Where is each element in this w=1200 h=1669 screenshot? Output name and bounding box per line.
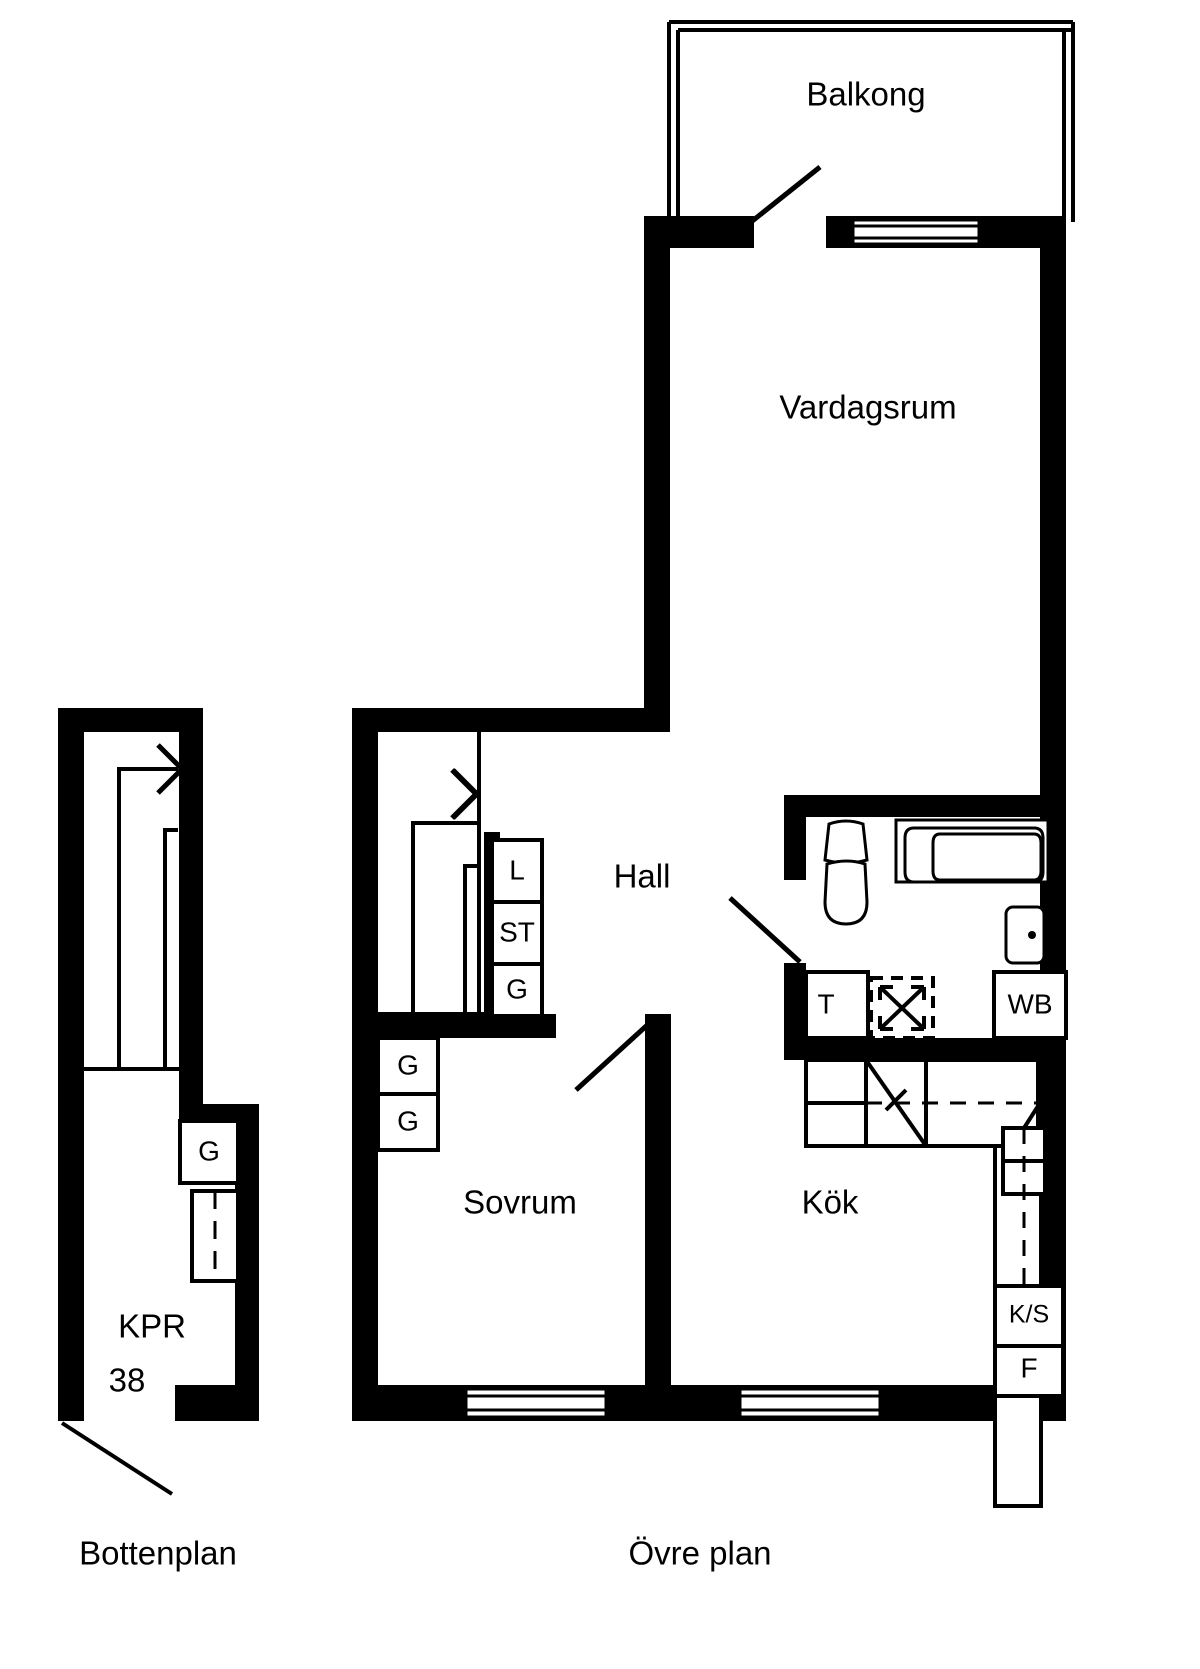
ovre-plan-stairs-arrow-icon bbox=[450, 768, 479, 820]
closet-g-kpr: G bbox=[178, 1119, 240, 1185]
shower-arrows-icon bbox=[878, 985, 926, 1031]
bottenplan-stairs bbox=[84, 767, 179, 1071]
room-label-balkong: Balkong bbox=[806, 76, 925, 113]
shower-icon bbox=[869, 976, 935, 1040]
closet-l-label: L bbox=[509, 854, 525, 885]
closet-st-label: ST bbox=[499, 916, 535, 947]
closet-g-sovrum-1: G bbox=[376, 1036, 440, 1096]
room-label-vardagsrum: Vardagsrum bbox=[779, 389, 956, 426]
closet-g-hall-label: G bbox=[506, 973, 528, 1004]
caption-bottenplan: Bottenplan bbox=[79, 1535, 237, 1572]
room-label-kpr: KPR bbox=[118, 1308, 186, 1345]
window-sovrum bbox=[464, 1387, 608, 1419]
window-kok bbox=[738, 1387, 882, 1419]
fixture-wb-label: WB bbox=[1007, 988, 1052, 1019]
toilet-icon bbox=[823, 819, 869, 926]
fixture-ks-label: K/S bbox=[1009, 1301, 1049, 1329]
ovre-plan-stairs bbox=[378, 732, 484, 1016]
sovrum-door-leader-line bbox=[574, 1016, 657, 1092]
closet-g-sovrum-2: G bbox=[376, 1092, 440, 1152]
fixture-t-label: T bbox=[817, 988, 834, 1019]
fixture-f-label: F bbox=[1020, 1352, 1037, 1383]
room-number-kpr: 38 bbox=[109, 1362, 146, 1399]
closet-st: ST bbox=[490, 900, 544, 966]
washbasin-icon bbox=[1004, 905, 1046, 965]
balcony-door-leader-line bbox=[744, 165, 822, 228]
fixture-f: F bbox=[993, 1344, 1065, 1398]
fixture-wb: WB bbox=[992, 970, 1068, 1040]
closet-g-kpr-label: G bbox=[198, 1135, 220, 1166]
closet-g-sovrum-2-label: G bbox=[397, 1105, 419, 1136]
closet-g-hall: G bbox=[490, 962, 544, 1018]
window-balkong bbox=[851, 218, 981, 246]
bathtub-icon bbox=[894, 818, 1050, 884]
bathroom-door-leader-line bbox=[728, 896, 802, 964]
bottenplan-radiator-icon bbox=[190, 1189, 240, 1283]
bottenplan-stairs-arrow-icon bbox=[156, 743, 186, 795]
fixture-ks: K/S bbox=[993, 1284, 1065, 1348]
caption-ovre-plan: Övre plan bbox=[628, 1535, 771, 1572]
bottenplan-leader-line bbox=[60, 1421, 174, 1496]
room-label-sovrum: Sovrum bbox=[463, 1184, 577, 1221]
balkong-outline bbox=[667, 20, 1075, 222]
kitchen-corner-diagonal bbox=[1022, 1101, 1042, 1130]
bottenplan-group: G KPR 38 Bottenplan bbox=[58, 708, 259, 1572]
ovre-plan-group: Balkong bbox=[352, 20, 1075, 1572]
closet-l: L bbox=[490, 838, 544, 904]
fixture-t: T bbox=[804, 970, 870, 1040]
closet-g-sovrum-1-label: G bbox=[397, 1049, 419, 1080]
room-label-kok: Kök bbox=[802, 1184, 859, 1221]
room-label-hall: Hall bbox=[614, 858, 671, 895]
